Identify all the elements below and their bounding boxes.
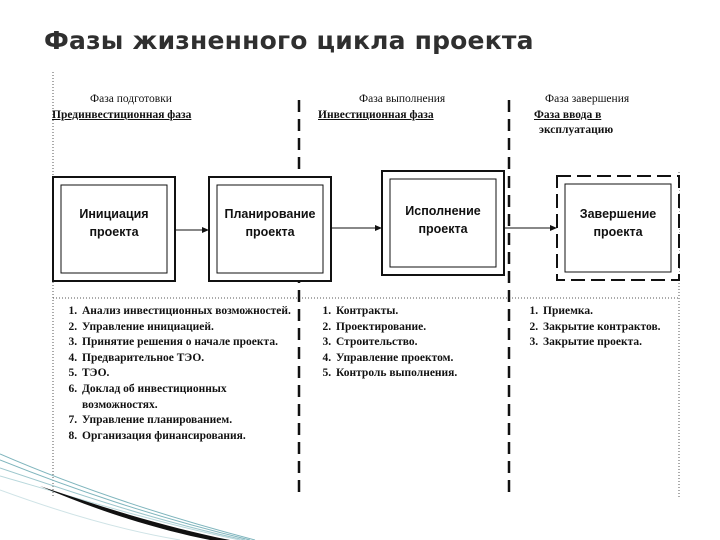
stage-box-2 xyxy=(208,176,332,282)
list-item: Анализ инвестиционных возможностей. xyxy=(80,304,292,320)
stage-box-1-inner xyxy=(60,184,168,274)
phase-2-name: Фаза выполнения xyxy=(359,93,446,105)
list-item: Приемка. xyxy=(541,304,661,320)
phase-2-subname: Инвестиционная фаза xyxy=(318,109,434,121)
list-item: Закрытие контрактов. xyxy=(541,320,661,336)
arrow-2-3-head xyxy=(375,225,382,231)
arrow-1-2-head xyxy=(202,227,209,233)
list-item: Управление проектом. xyxy=(334,351,529,367)
stage-box-3-inner xyxy=(389,178,497,268)
list-item: Проектирование. xyxy=(334,320,529,336)
tasks-list-phase-2: Контракты. Проектирование. Строительство… xyxy=(308,304,529,382)
tasks-list-phase-1: Анализ инвестиционных возможностей. Упра… xyxy=(54,304,292,444)
phase-3-subname-line2: эксплуатацию xyxy=(539,124,614,136)
diagram-lines xyxy=(52,72,680,497)
arrow-3-4-head xyxy=(550,225,557,231)
stage-box-2-inner xyxy=(216,184,324,274)
phase-3-name: Фаза завершения xyxy=(545,93,630,105)
phase-3-subname-line1: Фаза ввода в xyxy=(534,109,602,121)
list-item: Контроль выполнения. xyxy=(334,366,529,382)
stage-box-1 xyxy=(52,176,176,282)
lifecycle-diagram: Фаза подготовки Прединвестиционная фаза … xyxy=(52,72,680,497)
phase-1-subname: Прединвестиционная фаза xyxy=(52,109,192,121)
stage-box-3 xyxy=(381,170,505,276)
tasks-list-phase-3: Приемка. Закрытие контрактов. Закрытие п… xyxy=(515,304,661,351)
list-item: Предварительное ТЭО. xyxy=(80,351,292,367)
list-item: Управление планированием. xyxy=(80,413,292,429)
stage-box-4-inner xyxy=(564,183,672,273)
page-title: Фазы жизненного цикла проекта xyxy=(44,26,534,55)
list-item: ТЭО. xyxy=(80,366,292,382)
list-item: Закрытие проекта. xyxy=(541,335,661,351)
list-item: Доклад об инвестиционных возможностях. xyxy=(80,382,292,413)
phase-1-name: Фаза подготовки xyxy=(90,93,172,105)
list-item: Организация финансирования. xyxy=(80,429,292,445)
list-item: Управление инициацией. xyxy=(80,320,292,336)
list-item: Строительство. xyxy=(334,335,529,351)
list-item: Контракты. xyxy=(334,304,529,320)
list-item: Принятие решения о начале проекта. xyxy=(80,335,292,351)
corner-swoosh-decoration xyxy=(0,453,256,540)
stage-box-4 xyxy=(556,175,680,281)
